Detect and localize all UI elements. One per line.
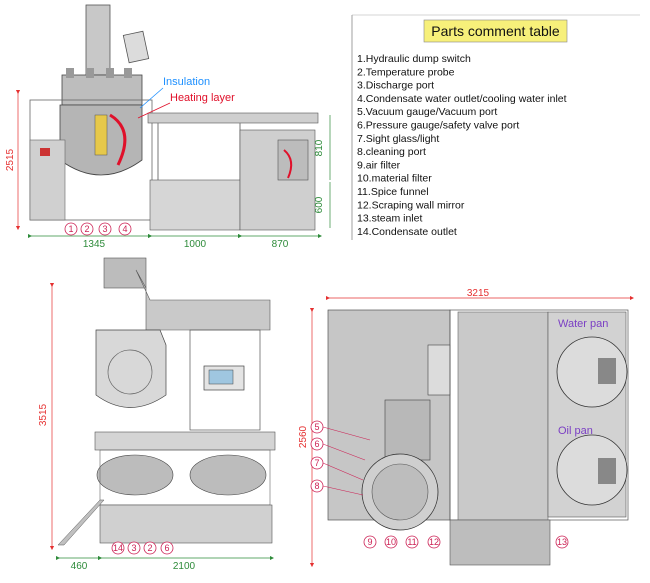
svg-text:12: 12 bbox=[429, 537, 439, 547]
marker-12: 12 bbox=[427, 535, 441, 549]
oil-pan-label: Oil pan bbox=[558, 425, 593, 437]
svg-text:5: 5 bbox=[314, 422, 319, 432]
table-title: Parts comment table bbox=[431, 23, 560, 39]
marker-7: 7 bbox=[310, 456, 324, 470]
dim-plan-width: 3215 bbox=[467, 288, 490, 299]
svg-text:13: 13 bbox=[557, 537, 567, 547]
side-base-cabinet bbox=[99, 504, 273, 544]
marker-3: 3 bbox=[98, 222, 112, 236]
legend-item: 14.Condensate outlet bbox=[357, 226, 457, 238]
heating-layer-line bbox=[109, 113, 127, 166]
front-elevation-view: Insulation Heating layer 2515 810 600 13… bbox=[5, 4, 331, 250]
water-pan-label: Water pan bbox=[558, 318, 608, 330]
svg-text:10: 10 bbox=[386, 537, 396, 547]
side-elevation-view: 3515 460 2100 14 3 2 6 bbox=[38, 257, 276, 572]
svg-text:4: 4 bbox=[122, 224, 127, 234]
dim-plan-depth: 2560 bbox=[298, 425, 309, 448]
legend-item: 9.air filter bbox=[357, 159, 401, 171]
dim-2100: 2100 bbox=[173, 561, 196, 572]
svg-text:2: 2 bbox=[147, 543, 152, 553]
marker-10: 10 bbox=[384, 535, 398, 549]
legend-item: 12.Scraping wall mirror bbox=[357, 199, 465, 211]
legend-item: 5.Vacuum gauge/Vacuum port bbox=[357, 106, 497, 118]
svg-text:8: 8 bbox=[314, 481, 319, 491]
marker-14: 14 bbox=[111, 541, 125, 555]
svg-text:7: 7 bbox=[314, 458, 319, 468]
marker-11: 11 bbox=[405, 535, 419, 549]
marker-9: 9 bbox=[363, 535, 377, 549]
legend-item: 8.cleaning port bbox=[357, 146, 426, 158]
dim-460: 460 bbox=[71, 561, 88, 572]
legend-item: 6.Pressure gauge/safety valve port bbox=[357, 120, 519, 132]
legend-item: 2.Temperature probe bbox=[357, 66, 455, 78]
marker-8: 8 bbox=[310, 479, 324, 493]
heating-layer-label: Heating layer bbox=[170, 92, 235, 104]
dim-overall-height: 2515 bbox=[5, 148, 16, 171]
legend-item: 7.Sight glass/light bbox=[357, 133, 439, 145]
legend-item: 11.Spice funnel bbox=[357, 186, 429, 198]
svg-text:11: 11 bbox=[407, 537, 416, 547]
dim-870: 870 bbox=[272, 239, 289, 250]
tank-cover bbox=[95, 329, 167, 408]
control-box bbox=[122, 30, 150, 64]
marker-13: 13 bbox=[555, 535, 569, 549]
svg-text:14: 14 bbox=[113, 543, 123, 553]
legend-item: 1.Hydraulic dump switch bbox=[357, 53, 471, 65]
svg-text:3: 3 bbox=[131, 543, 136, 553]
access-stairs bbox=[57, 499, 105, 546]
legend-item: 4.Condensate water outlet/cooling water … bbox=[357, 93, 567, 105]
legend-item: 13.steam inlet bbox=[357, 213, 422, 225]
svg-text:9: 9 bbox=[367, 537, 372, 547]
legend-item: 10.material filter bbox=[357, 173, 432, 185]
marker-5: 5 bbox=[310, 420, 324, 434]
marker-3b: 3 bbox=[127, 541, 141, 555]
lift-arm bbox=[135, 269, 271, 331]
dim-600: 600 bbox=[314, 196, 325, 213]
marker-1: 1 bbox=[64, 222, 78, 236]
dim-810: 810 bbox=[314, 139, 325, 156]
legend-item: 3.Discharge port bbox=[357, 80, 434, 92]
lift-column bbox=[85, 4, 111, 76]
marker-4: 4 bbox=[118, 222, 132, 236]
svg-text:3: 3 bbox=[102, 224, 107, 234]
base-cabinet bbox=[149, 179, 241, 231]
marker-2b: 2 bbox=[143, 541, 157, 555]
table-title-box bbox=[423, 19, 568, 43]
dim-1000: 1000 bbox=[184, 239, 207, 250]
dim-side-height: 3515 bbox=[38, 403, 49, 426]
insulation-label: Insulation bbox=[163, 76, 210, 88]
svg-text:2: 2 bbox=[84, 224, 89, 234]
svg-text:1: 1 bbox=[68, 224, 73, 234]
dim-1345: 1345 bbox=[83, 239, 106, 250]
marker-6: 6 bbox=[310, 437, 324, 451]
marker-2: 2 bbox=[80, 222, 94, 236]
water-pan bbox=[556, 336, 628, 408]
parts-comment-table: Parts comment table 1.Hydraulic dump swi… bbox=[351, 14, 640, 240]
walkway bbox=[449, 519, 551, 566]
svg-text:6: 6 bbox=[314, 439, 319, 449]
marker-6b: 6 bbox=[160, 541, 174, 555]
svg-text:6: 6 bbox=[164, 543, 169, 553]
plan-view: Water pan Oil pan 3215 2560 5 6 7 8 9 10… bbox=[298, 288, 635, 568]
oil-pan bbox=[556, 434, 628, 506]
